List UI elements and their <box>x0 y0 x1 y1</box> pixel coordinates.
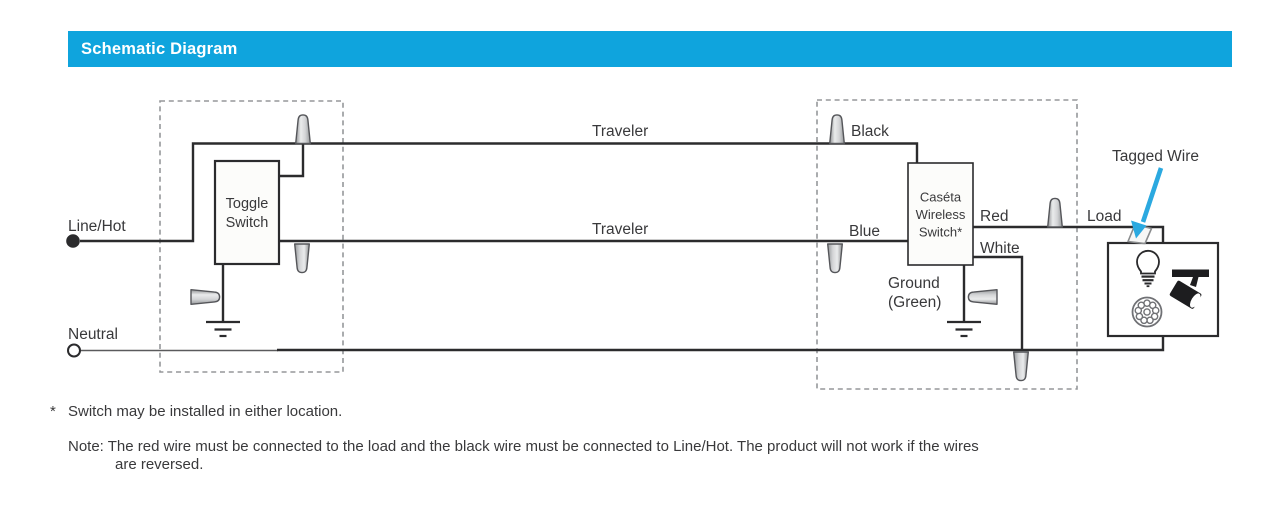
label-white: White <box>980 240 1020 257</box>
toggle-switch-label-1: Toggle <box>226 196 269 212</box>
note-line-2: are reversed. <box>115 456 204 473</box>
label-load: Load <box>1087 208 1121 225</box>
tagged-wire-arrow-shaft <box>1140 167 1164 223</box>
ground-symbol <box>945 320 983 338</box>
label-line-hot: Line/Hot <box>68 218 126 235</box>
note-line-1: Note: The red wire must be connected to … <box>68 438 979 455</box>
caseta-switch-label-3: Switch* <box>919 225 962 240</box>
caseta-switch-label-1: Caséta <box>920 190 962 205</box>
label-traveler-middle: Traveler <box>592 221 648 238</box>
label-ground-2: (Green) <box>888 294 941 311</box>
load-box <box>1106 241 1220 338</box>
wire-line-hot-traveler-top <box>80 142 919 243</box>
footnote-asterisk: * <box>50 403 56 420</box>
label-blue: Blue <box>849 223 880 240</box>
wire-toggle-terminal <box>279 143 305 178</box>
wire-nut-icon <box>827 243 843 274</box>
wire-nut-icon <box>294 243 310 274</box>
wire-white <box>973 255 1024 350</box>
footnote-switch-location: * Switch may be installed in either locat… <box>50 403 342 420</box>
wire-nut-icon <box>190 289 221 305</box>
label-red: Red <box>980 208 1008 225</box>
note-label: Note: <box>68 438 104 455</box>
section-header-bar: Schematic Diagram <box>68 31 1232 67</box>
wiring <box>80 142 1165 352</box>
wire-nut-icon <box>295 114 311 145</box>
label-neutral: Neutral <box>68 326 118 343</box>
ground-symbol <box>204 320 242 338</box>
wire-neutral <box>277 336 1165 352</box>
led-array-icon <box>1131 296 1163 328</box>
wire-nut-icon <box>967 289 998 305</box>
label-traveler-top: Traveler <box>592 123 648 140</box>
caseta-switch-box <box>907 162 974 266</box>
wire-nut-icon <box>829 114 845 145</box>
neutral-terminal-circle <box>67 343 81 358</box>
tagged-wire-arrowhead <box>1131 220 1147 239</box>
switch-location-box-right <box>816 99 1078 390</box>
section-title: Schematic Diagram <box>81 40 238 58</box>
note-text: The red wire must be connected to the lo… <box>107 438 979 455</box>
label-black: Black <box>851 123 889 140</box>
wire-nut-icon <box>1013 351 1030 382</box>
caseta-switch-label-2: Wireless <box>916 207 966 222</box>
wire-red <box>973 225 1165 243</box>
track-light-icon <box>1169 269 1209 309</box>
toggle-switch-box <box>213 159 281 266</box>
wire-nut-icon <box>1046 197 1064 228</box>
switch-location-box-left <box>159 100 344 373</box>
bulb-icon <box>1136 249 1160 288</box>
label-tagged-wire: Tagged Wire <box>1112 148 1199 165</box>
line-hot-terminal-dot <box>66 234 80 248</box>
toggle-switch-label-2: Switch <box>226 215 269 231</box>
label-ground-1: Ground <box>888 275 940 292</box>
footnote-text: Switch may be installed in either locati… <box>68 403 343 420</box>
